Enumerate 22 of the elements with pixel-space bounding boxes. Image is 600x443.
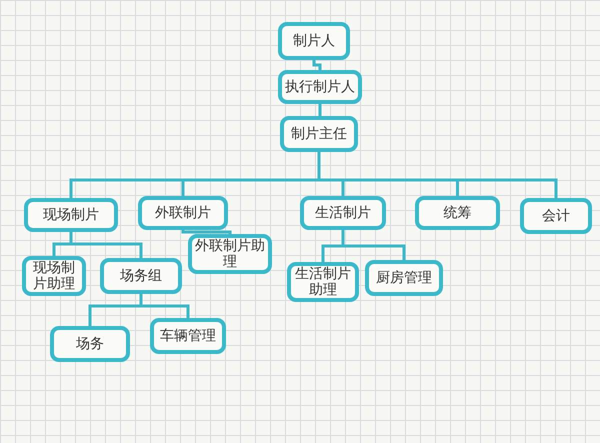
role-box: 生活制片助理 [287, 262, 359, 302]
role-box: 统筹 [415, 196, 500, 230]
role-box: 会计 [520, 198, 592, 234]
role-box: 现场制片助理 [22, 256, 86, 296]
role-box: 外联制片助理 [188, 234, 272, 274]
role-box: 执行制片人 [278, 70, 362, 104]
connector-line [182, 230, 232, 234]
connector-line [140, 294, 190, 318]
connector-line [318, 152, 558, 198]
role-box: 制片主任 [280, 116, 358, 152]
role-box: 生活制片 [300, 196, 386, 230]
role-box: 场务 [50, 326, 130, 362]
role-box: 现场制片 [24, 198, 118, 232]
role-box: 车辆管理 [150, 318, 226, 354]
role-box: 厨房管理 [365, 260, 443, 296]
connector-line [318, 104, 322, 116]
connector-line [70, 232, 142, 258]
connector-line [312, 60, 322, 70]
role-box: 制片人 [278, 22, 350, 60]
role-box: 外联制片 [138, 196, 228, 230]
role-box: 场务组 [100, 258, 182, 294]
connector-line [342, 230, 406, 260]
